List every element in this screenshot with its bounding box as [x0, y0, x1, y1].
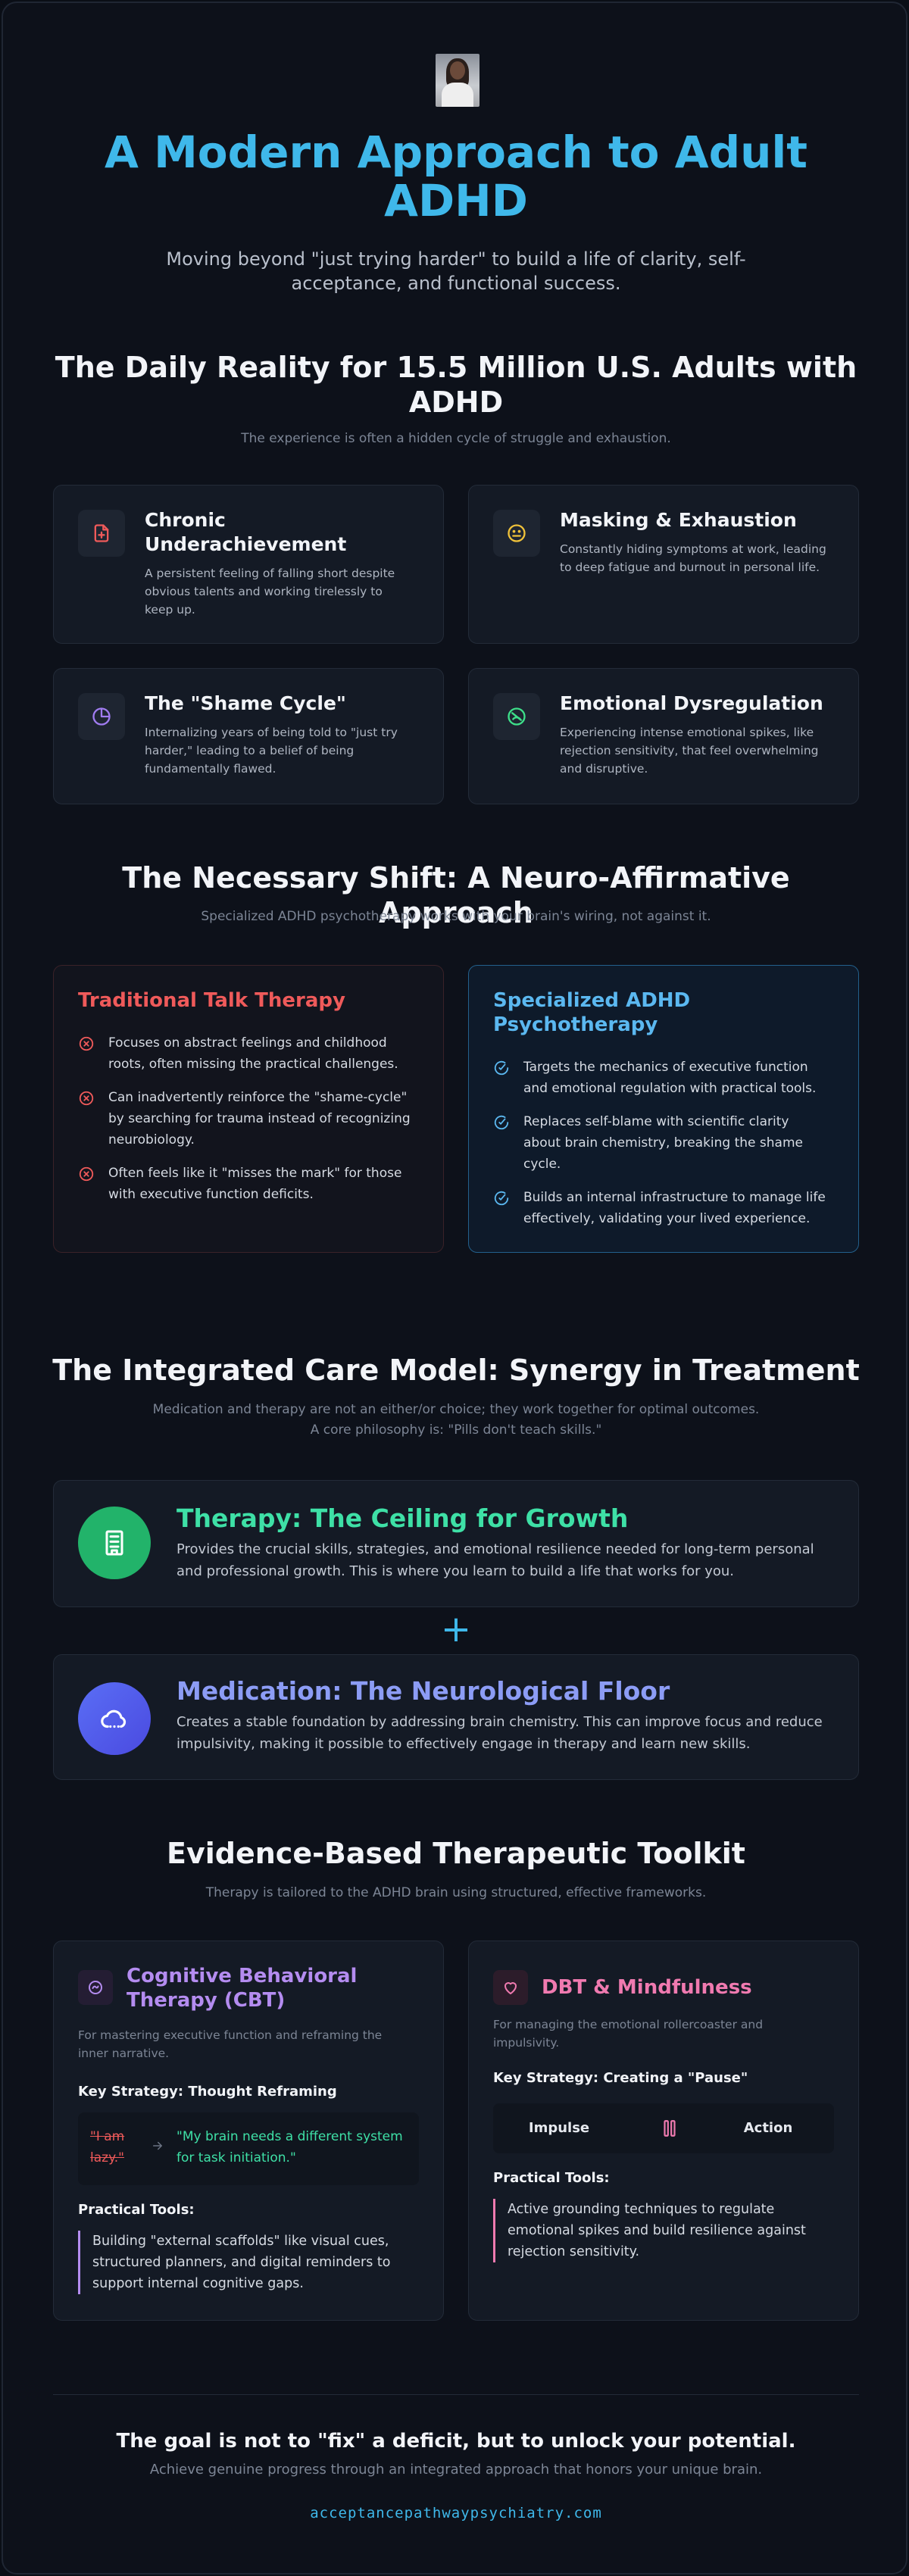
cbt-tools-label: Practical Tools:: [78, 2202, 195, 2218]
card-text: Constantly hiding symptoms at work, lead…: [560, 542, 826, 574]
card-shame-cycle: The "Shame Cycle" Internalizing years of…: [53, 668, 444, 804]
brain-icon: [78, 1970, 113, 2005]
footer-title: The goal is not to "fix" a deficit, but …: [116, 2430, 796, 2453]
therapy-text: Provides the crucial skills, strategies,…: [176, 1541, 814, 1579]
cbt-strategy-label: Key Strategy: Thought Reframing: [78, 2084, 337, 2100]
pause-box: Impulse Action: [493, 2103, 834, 2153]
x-circle-icon: [79, 1091, 94, 1106]
cbt-card: Cognitive Behavioral Therapy (CBT) For m…: [53, 1941, 444, 2321]
impulse-label: Impulse: [528, 2120, 590, 2136]
old-thought: "I am lazy.": [90, 2129, 125, 2165]
action-label: Action: [743, 2120, 793, 2136]
dbt-strategy-label: Key Strategy: Creating a "Pause": [493, 2070, 748, 2086]
face-meh-icon: [493, 510, 540, 557]
dbt-title: DBT & Mindfulness: [542, 1976, 752, 1999]
footer-subtitle: Achieve genuine progress through an inte…: [149, 2462, 763, 2478]
care-philosophy: A core philosophy is: "Pills don't teach…: [310, 1422, 602, 1438]
author-avatar: [436, 54, 479, 107]
card-title: Masking & Exhaustion: [560, 509, 797, 531]
x-circle-icon: [79, 1036, 94, 1051]
cbt-description: For mastering executive function and ref…: [78, 2028, 383, 2060]
cbt-title: Cognitive Behavioral Therapy (CBT): [127, 1965, 358, 2012]
therapy-title: Therapy: The Ceiling for Growth: [176, 1503, 629, 1533]
x-circle-icon: [79, 1166, 94, 1182]
dbt-tools-text: Active grounding techniques to regulate …: [493, 2199, 828, 2262]
card-title: The "Shame Cycle": [145, 692, 346, 714]
card-emotional-dysregulation: Emotional Dysregulation Experiencing int…: [468, 668, 859, 804]
traditional-title: Traditional Talk Therapy: [78, 989, 345, 1012]
pie-chart-icon: [78, 693, 125, 740]
check-circle-icon: [494, 1191, 509, 1206]
website-link[interactable]: acceptancepathwaypsychiatry.com: [310, 2505, 602, 2521]
card-masking-exhaustion: Masking & Exhaustion Constantly hiding s…: [468, 485, 859, 644]
arrow-right-icon: [151, 2138, 164, 2156]
hero-title: A Modern Approach to Adult ADHD: [104, 126, 808, 226]
care-title: The Integrated Care Model: Synergy in Tr…: [52, 1354, 860, 1387]
specialized-title: Specialized ADHD Psychotherapy: [493, 989, 691, 1036]
card-title: Emotional Dysregulation: [560, 692, 823, 714]
list-item: Focuses on abstract feelings and childho…: [78, 1032, 413, 1075]
list-item: Replaces self-blame with scientific clar…: [493, 1111, 828, 1175]
building-icon: [78, 1507, 151, 1579]
reality-title: The Daily Reality for 15.5 Million U.S. …: [55, 351, 857, 419]
reframe-box: "I am lazy." "My brain needs a different…: [78, 2112, 419, 2185]
dbt-card: DBT & Mindfulness For managing the emoti…: [468, 1941, 859, 2321]
file-plus-icon: [78, 510, 125, 557]
cloud-icon: [78, 1682, 151, 1755]
list-item: Builds an internal infrastructure to man…: [493, 1187, 828, 1229]
card-chronic-underachievement: Chronic Underachievement A persistent fe…: [53, 485, 444, 644]
reality-subtitle: The experience is often a hidden cycle o…: [241, 431, 671, 446]
care-subtitle: Medication and therapy are not an either…: [152, 1402, 760, 1417]
list-item: Often feels like it "misses the mark" fo…: [78, 1163, 413, 1205]
toolkit-title: Evidence-Based Therapeutic Toolkit: [167, 1837, 745, 1870]
card-title: Chronic Underachievement: [145, 509, 347, 555]
plus-icon: +: [440, 1608, 472, 1650]
list-item: Can inadvertently reinforce the "shame-c…: [78, 1087, 413, 1151]
card-text: Internalizing years of being told to "ju…: [145, 726, 398, 776]
toolkit-subtitle: Therapy is tailored to the ADHD brain us…: [205, 1885, 707, 1900]
specialized-therapy-card: Specialized ADHD Psychotherapy Targets t…: [468, 965, 859, 1253]
hero-subtitle: Moving beyond "just trying harder" to bu…: [166, 248, 746, 294]
shift-title: The Necessary Shift: A Neuro-Affirmative…: [122, 861, 790, 929]
dbt-tools-label: Practical Tools:: [493, 2170, 610, 2186]
dbt-description: For managing the emotional rollercoaster…: [493, 2018, 764, 2050]
therapy-card: Therapy: The Ceiling for Growth Provides…: [53, 1480, 859, 1607]
card-text: A persistent feeling of falling short de…: [145, 567, 395, 617]
pause-icon: [660, 2119, 679, 2141]
shift-subtitle: Specialized ADHD psychotherapy works wit…: [201, 909, 711, 924]
footer-divider: [53, 2394, 859, 2395]
new-thought: "My brain needs a different system for t…: [176, 2129, 403, 2165]
heart-icon: [493, 1970, 528, 2005]
medication-title: Medication: The Neurological Floor: [176, 1676, 670, 1706]
traditional-therapy-card: Traditional Talk Therapy Focuses on abst…: [53, 965, 444, 1253]
list-item: Targets the mechanics of executive funct…: [493, 1057, 828, 1099]
check-circle-icon: [494, 1060, 509, 1076]
check-circle-icon: [494, 1115, 509, 1130]
medication-text: Creates a stable foundation by addressin…: [176, 1714, 823, 1752]
cbt-tools-text: Building "external scaffolds" like visua…: [78, 2231, 413, 2294]
gauge-icon: [493, 693, 540, 740]
card-text: Experiencing intense emotional spikes, l…: [560, 726, 819, 776]
medication-card: Medication: The Neurological Floor Creat…: [53, 1654, 859, 1780]
